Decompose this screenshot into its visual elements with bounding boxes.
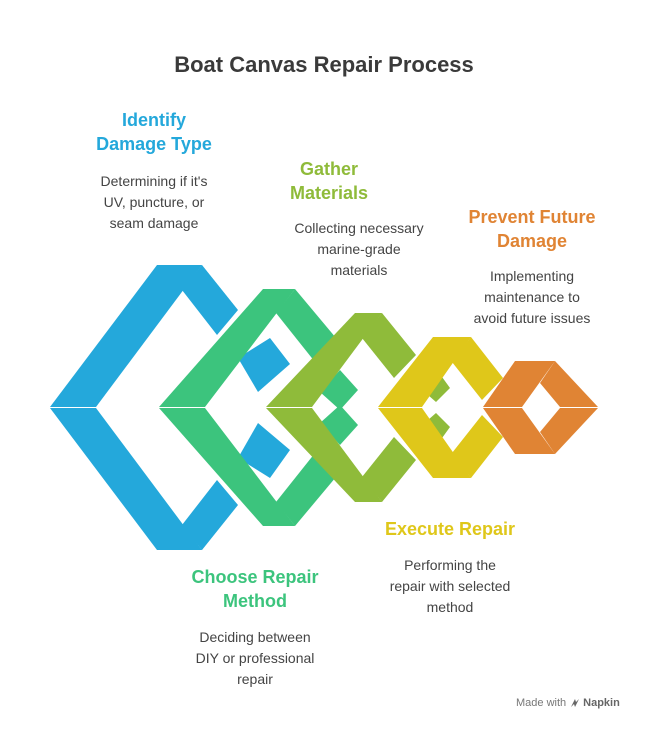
chevron-gather <box>266 313 450 502</box>
napkin-logo-icon <box>571 699 580 707</box>
page-title: Boat Canvas Repair Process <box>174 52 474 77</box>
step-identify-heading: Identify Damage Type <box>96 110 212 154</box>
step-choose-description: Deciding between DIY or professional rep… <box>195 629 315 687</box>
step-prevent-description: Implementing maintenance to avoid future… <box>473 268 591 326</box>
step-gather-description: Collecting necessary marine-grade materi… <box>294 220 424 278</box>
chevron-prevent <box>483 361 598 454</box>
made-with-napkin[interactable]: Made with Napkin <box>516 697 620 709</box>
chevron-identify <box>50 265 290 550</box>
step-prevent-heading: Prevent Future Damage <box>468 207 596 251</box>
step-choose-heading: Choose Repair Method <box>191 567 319 611</box>
chevron-execute <box>378 337 503 478</box>
step-gather-heading: Gather Materials <box>289 159 369 203</box>
chevron-choose <box>159 289 358 526</box>
step-identify-description: Determining if it's UV, puncture, or sea… <box>100 173 208 231</box>
napkin-brand: Napkin <box>583 697 620 709</box>
step-execute-description: Performing the repair with selected meth… <box>389 557 511 615</box>
step-execute-heading: Execute Repair <box>384 519 516 539</box>
made-with-label: Made with <box>516 697 567 709</box>
